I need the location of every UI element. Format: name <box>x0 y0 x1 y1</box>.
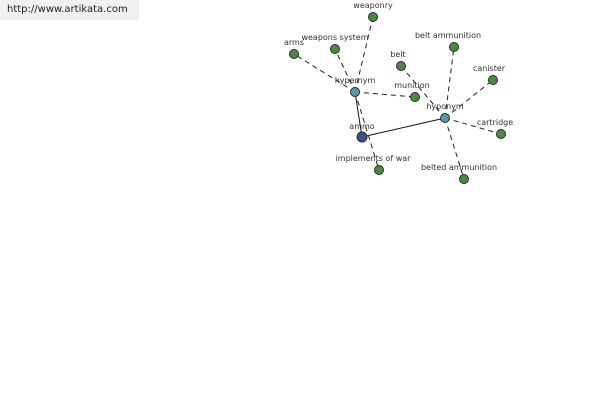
node-weaponry[interactable]: weaponry <box>353 1 393 22</box>
node-dot[interactable] <box>356 131 368 143</box>
node-label: belt ammunition <box>415 31 481 40</box>
node-cartridge[interactable]: cartridge <box>477 118 513 139</box>
node-dot[interactable] <box>449 42 459 52</box>
node-label: munition <box>394 81 429 90</box>
node-dot[interactable] <box>396 61 406 71</box>
edge-hyponym-belt <box>400 65 446 119</box>
node-label: weapons system <box>301 33 368 42</box>
node-hypernym[interactable]: hypernym <box>335 76 376 97</box>
node-label: implements of war <box>336 154 412 163</box>
edge-hypernym-implements_of_war <box>354 91 380 171</box>
edge-hyponym-cartridge <box>444 117 502 135</box>
node-label: hyponym <box>426 102 464 111</box>
node-label: hypernym <box>335 76 376 85</box>
node-weapons-system[interactable]: weapons system <box>301 33 369 54</box>
node-hyponym[interactable]: hyponym <box>426 102 464 123</box>
node-ammo[interactable]: ammo <box>349 122 375 143</box>
nodes-layer: ammo hypernym hyponym weaponry weapons syste… <box>284 1 513 184</box>
node-label: cartridge <box>477 118 513 127</box>
node-dot[interactable] <box>289 49 299 59</box>
node-label: ammo <box>349 122 374 131</box>
edge-hypernym-arms <box>293 53 356 93</box>
edge-hyponym-canister <box>444 79 494 119</box>
node-dot[interactable] <box>374 165 384 175</box>
edge-hyponym-belt_ammunition <box>444 46 455 119</box>
edge-ammo-hyponym <box>361 117 446 138</box>
node-dot[interactable] <box>330 44 340 54</box>
edge-hyponym-belted_ammunition <box>444 117 465 180</box>
edges-layer <box>293 16 502 180</box>
node-label: arms <box>284 38 304 47</box>
node-canister[interactable]: canister <box>473 64 506 85</box>
edge-ammo-hypernym <box>354 91 363 138</box>
node-dot[interactable] <box>368 12 378 22</box>
node-dot[interactable] <box>350 87 360 97</box>
node-arms[interactable]: arms <box>284 38 304 59</box>
node-belt[interactable]: belt <box>390 50 406 71</box>
node-dot[interactable] <box>410 92 420 102</box>
node-label: canister <box>473 64 506 73</box>
node-label: belted ammunition <box>421 163 497 172</box>
edge-hypernym-weaponry <box>354 16 374 93</box>
node-belted-ammunition[interactable]: belted ammunition <box>421 163 497 184</box>
node-dot[interactable] <box>488 75 498 85</box>
edge-hypernym-munition <box>354 91 416 98</box>
node-munition[interactable]: munition <box>394 81 430 102</box>
node-implements-of-war[interactable]: implements of war <box>336 154 412 175</box>
node-label: belt <box>390 50 405 59</box>
node-label: weaponry <box>353 1 393 10</box>
site-link[interactable]: http://www.artikata.com <box>0 0 139 20</box>
node-belt-ammunition[interactable]: belt ammunition <box>415 31 481 52</box>
node-dot[interactable] <box>440 113 450 123</box>
node-dot[interactable] <box>496 129 506 139</box>
node-dot[interactable] <box>459 174 469 184</box>
edge-hypernym-weapons_system <box>334 48 356 93</box>
